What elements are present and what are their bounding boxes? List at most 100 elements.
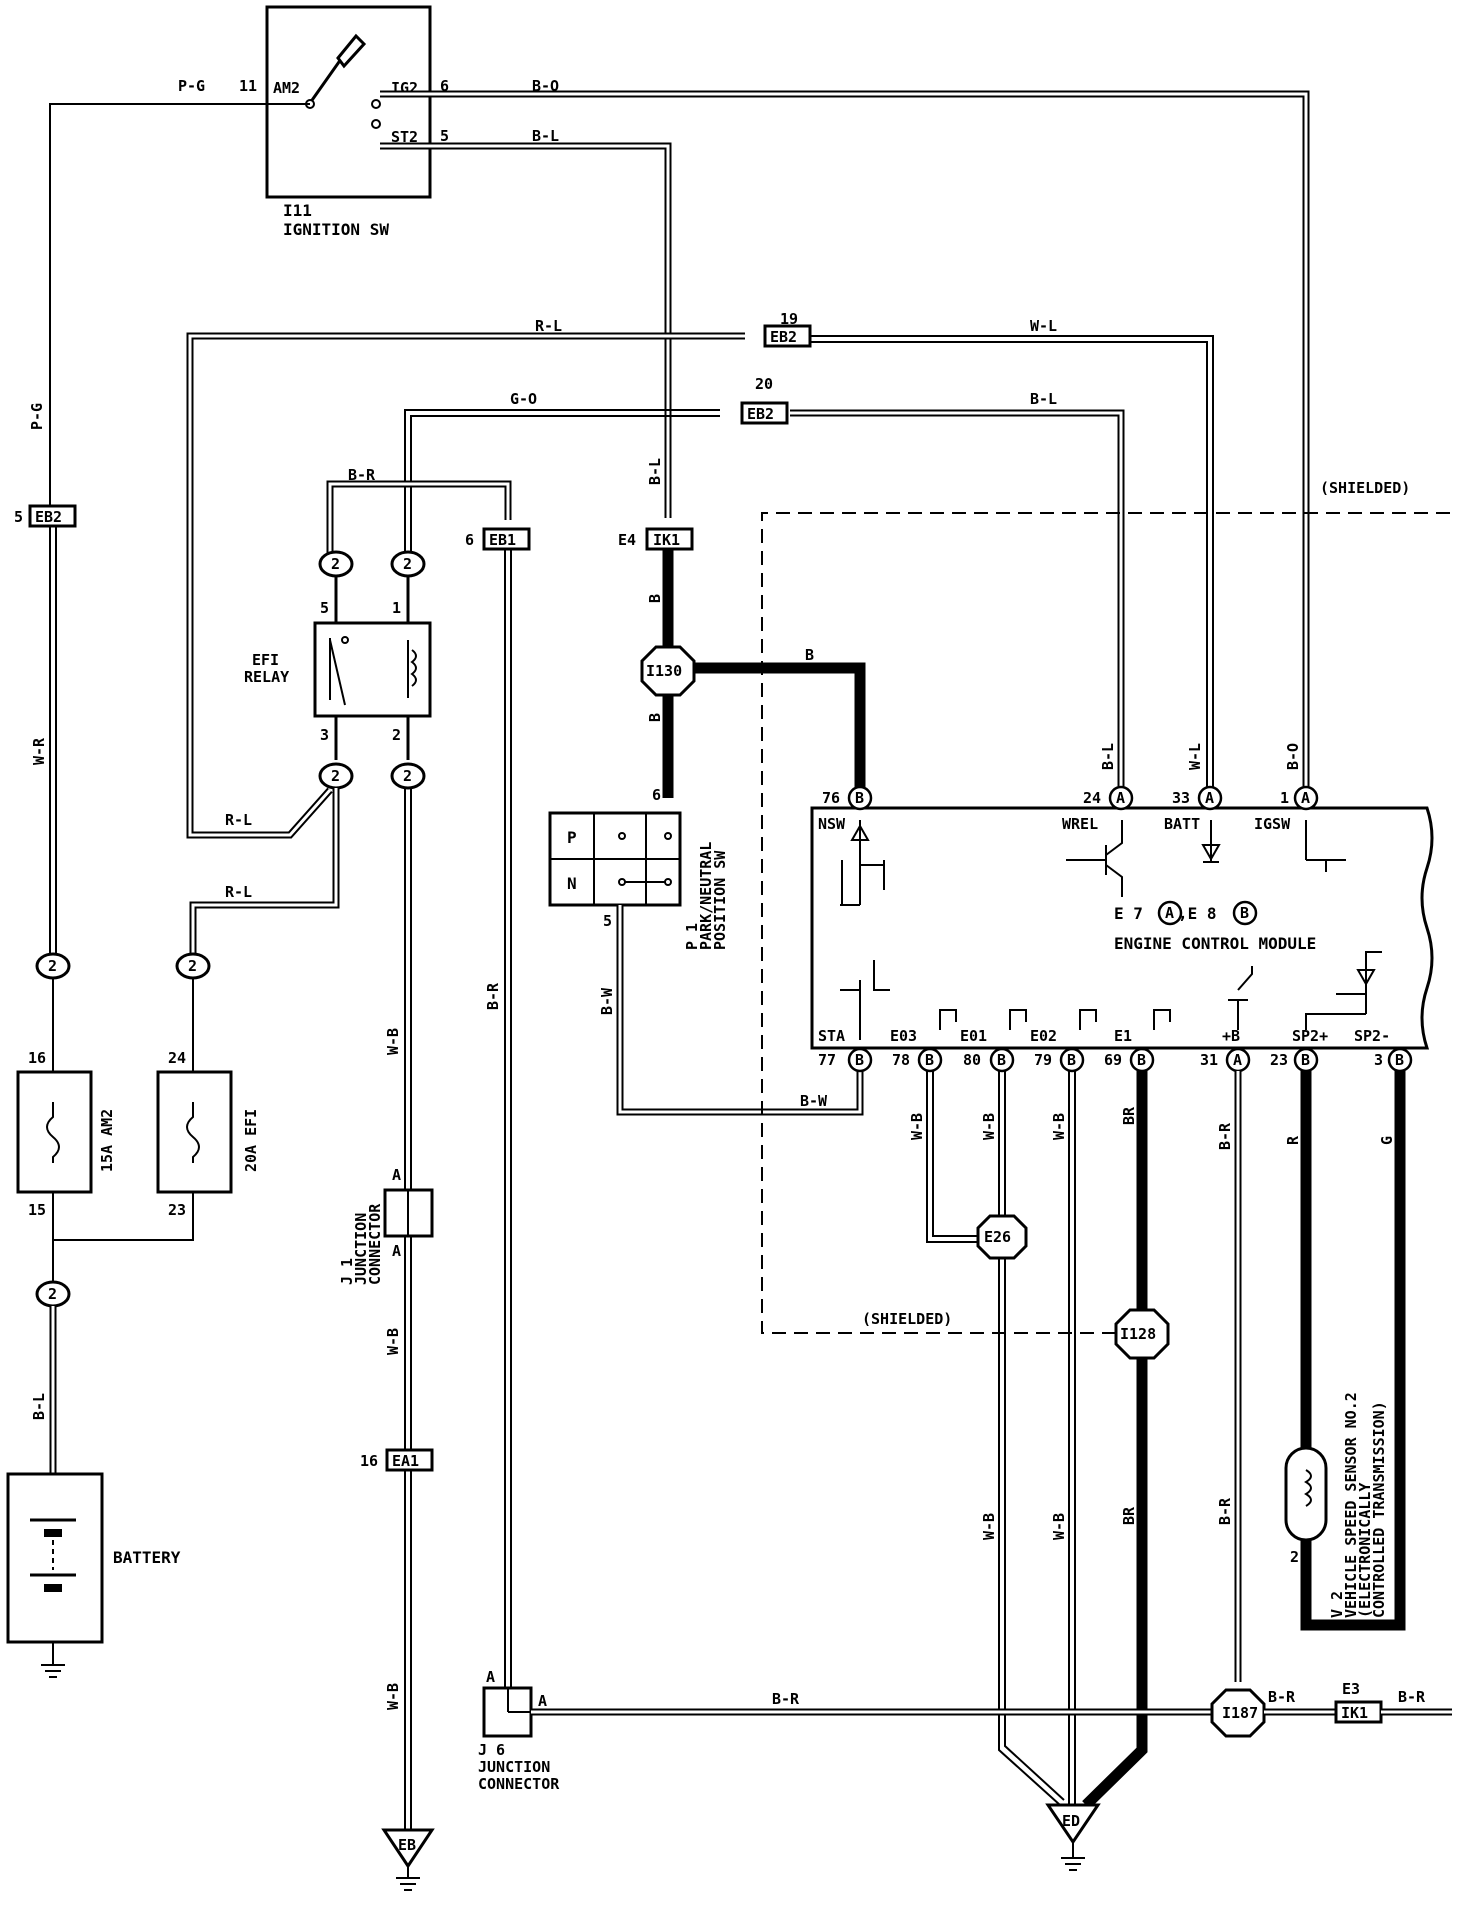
wire-br-top: [326, 480, 512, 560]
svg-text:2: 2: [48, 1285, 57, 1303]
label-br-top: B-R: [348, 466, 376, 484]
label-wb-e02: W-B: [1050, 1113, 1068, 1140]
wire-bl-wrel: [790, 409, 1125, 798]
pin-ecm-80: 80: [963, 1051, 981, 1069]
pin-ik1-e4: E4: [618, 531, 636, 549]
code-i130: I130: [646, 662, 682, 680]
park-neutral-switch: P N 6 5 P 1 PARK/NEUTRAL POSITION SW: [548, 786, 729, 950]
label-bl-ecm: B-L: [1099, 743, 1117, 770]
pin-jc-a2: A: [392, 1242, 401, 1260]
pin-ecm-77: 77: [818, 1051, 836, 1069]
pin-ecm-79: 79: [1034, 1051, 1052, 1069]
pin-ecm-78: 78: [892, 1051, 910, 1069]
efi-relay: EFI RELAY 5 1 3 2: [244, 599, 432, 744]
label-pg-top: P-G: [178, 77, 205, 95]
svg-text:2: 2: [331, 555, 340, 573]
svg-text:A: A: [1165, 904, 1174, 922]
label-bl-batt: B-L: [30, 1393, 48, 1420]
pnp-name1: PARK/NEUTRAL: [697, 842, 715, 950]
pin-relay-3: 3: [320, 726, 329, 744]
wire-rl-2: [189, 788, 340, 958]
code-ground-ed: ED: [1062, 1812, 1080, 1830]
ecm-pin-76: B 76: [822, 785, 873, 811]
pin-ecm-23: 23: [1270, 1051, 1288, 1069]
pin-ecm-24: 24: [1083, 789, 1101, 807]
j1-id: J 1: [338, 1258, 356, 1285]
connector-eb1: EB1 6: [465, 527, 531, 551]
pin-fuse-23: 23: [168, 1201, 186, 1219]
label-b-1: B: [646, 594, 664, 603]
wire-b-nsw: [668, 662, 866, 795]
ecm-pin-24: A 24: [1083, 785, 1134, 811]
pnp-name2: POSITION SW: [711, 850, 729, 950]
wire-br-e1: [1082, 1071, 1148, 1809]
svg-text:B: B: [997, 1051, 1006, 1069]
splice-i187: I187: [1210, 1688, 1266, 1738]
svg-text:A: A: [1301, 789, 1310, 807]
svg-text:A: A: [1233, 1051, 1242, 1069]
shield-outline: [761, 512, 1450, 1334]
code-i187: I187: [1222, 1704, 1258, 1722]
circle-relay-top-right: 2: [390, 550, 426, 578]
pin-eb2-5: 5: [14, 508, 23, 526]
j1-name1: JUNCTION: [352, 1213, 370, 1285]
splice-i130: I130: [640, 645, 696, 697]
battery-label: BATTERY: [113, 1548, 181, 1567]
shielded-label-2: (SHIELDED): [862, 1310, 952, 1328]
pin-j6-a1: A: [486, 1668, 495, 1686]
pin-fuse-24: 24: [168, 1049, 186, 1067]
fuse-am2: 15A AM2 16 15: [16, 1049, 116, 1219]
connector-ik1-e4: IK1 E4: [618, 527, 694, 551]
pnp-n: N: [567, 874, 577, 893]
ignition-switch: AM2 IG2 ST2 I11 IGNITION SW: [265, 5, 432, 239]
svg-text:B: B: [855, 789, 864, 807]
code-i128: I128: [1120, 1325, 1156, 1343]
label-pg-side: P-G: [28, 403, 46, 430]
pin-ecm-31: 31: [1200, 1051, 1218, 1069]
wire-pg: [49, 103, 310, 515]
ground-eb: EB: [381, 1828, 435, 1891]
label-wr: W-R: [30, 737, 48, 765]
ecm-sta: STA: [818, 1027, 845, 1045]
fuse-am2-label: 15A AM2: [98, 1109, 116, 1172]
code-e26: E26: [984, 1228, 1011, 1246]
label-wb-2: W-B: [384, 1328, 402, 1355]
label-wb-low2: W-B: [1050, 1513, 1068, 1540]
label-br-ik1: B-R: [1398, 1688, 1426, 1706]
label-bl-top: B-L: [532, 127, 559, 145]
code-eb2-c: EB2: [35, 508, 62, 526]
label-wb-e03: W-B: [908, 1113, 926, 1140]
label-wb-1: W-B: [384, 1028, 402, 1055]
pin-fuse-16: 16: [28, 1049, 46, 1067]
connector-eb2-20: EB2: [740, 401, 789, 425]
label-r-sp: R: [1284, 1135, 1302, 1145]
circle-fuse-am2: 2: [35, 952, 71, 980]
ecm-pin-1: A 1: [1280, 785, 1319, 811]
pnp-id: P 1: [683, 923, 701, 950]
label-b-3: B: [805, 646, 814, 664]
svg-text:B: B: [1301, 1051, 1310, 1069]
pin-ecm-1: 1: [1280, 789, 1289, 807]
connector-ea1: EA1 16: [360, 1448, 434, 1472]
pin-relay-2: 2: [392, 726, 401, 744]
pin-relay-1: 1: [392, 599, 401, 617]
svg-text:B: B: [1067, 1051, 1076, 1069]
pin-am2-in: 11: [239, 77, 257, 95]
battery: BATTERY: [6, 1472, 181, 1678]
vss-name2: (ELECTRONICALLY: [1356, 1483, 1374, 1618]
pin-ik1-e3: E3: [1342, 1680, 1360, 1698]
circle-relay-bot-right: 2: [390, 762, 426, 790]
code-ground-eb: EB: [398, 1836, 416, 1854]
code-eb2-b: EB2: [747, 405, 774, 423]
vehicle-speed-sensor: 1 2 V 2 VEHICLE SPEED SENSOR NO.2 (ELECT…: [1284, 1392, 1388, 1618]
fuse-efi-label: 20A EFI: [242, 1109, 260, 1172]
j6-name2: CONNECTOR: [478, 1775, 560, 1793]
label-br-e1: BR: [1120, 1106, 1138, 1125]
pin-eb2-19: 19: [780, 310, 798, 328]
label-rl-1: R-L: [225, 811, 252, 829]
ecm-codes-a: E 7: [1114, 904, 1143, 923]
svg-text:2: 2: [188, 957, 197, 975]
svg-text:2: 2: [403, 555, 412, 573]
pin-ecm-69: 69: [1104, 1051, 1122, 1069]
label-br-bottom: B-R: [772, 1690, 800, 1708]
